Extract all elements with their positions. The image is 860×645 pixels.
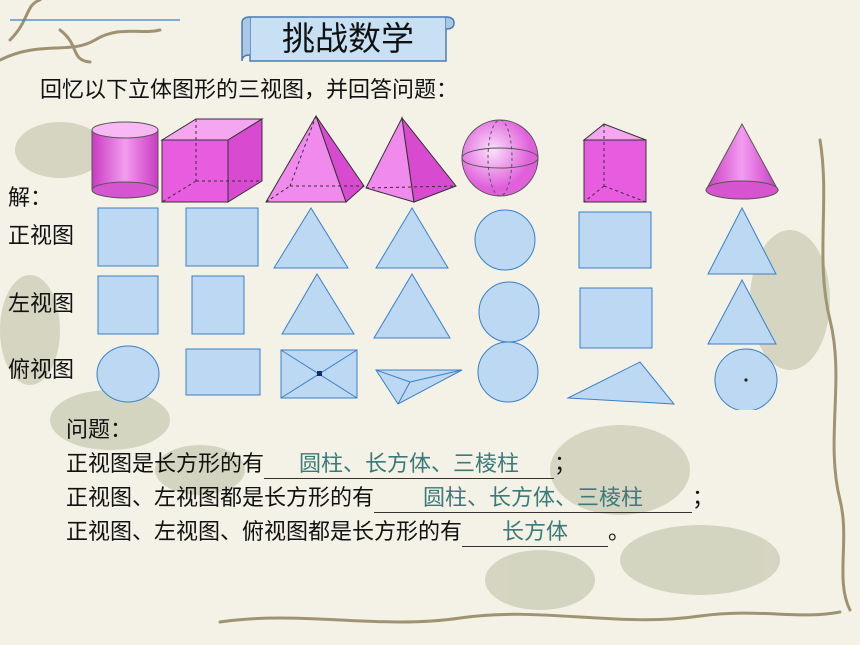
- solids-row: [91, 114, 779, 203]
- square-pyramid-top-view: [280, 349, 358, 399]
- triangular-pyramid-left-view: [373, 273, 451, 339]
- cone-solid: [705, 122, 779, 200]
- question-2-end: ；: [692, 486, 715, 511]
- square-pyramid-front-view: [273, 207, 349, 269]
- question-1-end: ；: [554, 452, 577, 477]
- cylinder-front-view: [97, 207, 159, 267]
- front-view-label: 正视图: [8, 224, 75, 249]
- triangular-pyramid-top-view: [375, 369, 463, 405]
- question-1-answer: 圆柱、长方体、三棱柱: [264, 446, 555, 479]
- left-view-label: 左视图: [8, 292, 75, 317]
- cylinder-left-view: [97, 275, 159, 335]
- intro-text: 回忆以下立体图形的三视图，并回答问题：: [40, 78, 459, 103]
- question-3-text: 正视图、左视图、俯视图都是长方形的有: [66, 520, 463, 545]
- sphere-top-view: [477, 341, 539, 403]
- cone-left-view: [707, 278, 777, 345]
- cuboid-top-view: [185, 348, 261, 396]
- sphere-left-view: [478, 281, 540, 343]
- cuboid-solid: [160, 118, 264, 203]
- square-pyramid-solid: [265, 114, 365, 203]
- cylinder-top-view: [96, 345, 160, 403]
- triangular-prism-front-view: [578, 211, 652, 269]
- question-label: 问题：: [66, 418, 133, 443]
- sphere-solid: [461, 119, 539, 197]
- cuboid-left-view: [191, 275, 245, 335]
- triangular-prism-left-view: [579, 287, 653, 349]
- title-scroll-banner: [241, 16, 455, 62]
- top-view-label: 俯视图: [8, 358, 75, 383]
- sphere-front-view: [474, 209, 536, 271]
- cone-front-view: [707, 206, 777, 275]
- triangular-pyramid-front-view: [375, 207, 449, 269]
- question-2-text: 正视图、左视图都是长方形的有: [66, 486, 375, 511]
- question-3-answer: 长方体: [462, 514, 609, 547]
- page-title: 挑战数学: [282, 19, 414, 58]
- triangular-prism-top-view: [566, 361, 676, 405]
- question-2: 正视图、左视图都是长方形的有圆柱、长方体、三棱柱；: [66, 480, 714, 513]
- question-3: 正视图、左视图、俯视图都是长方形的有长方体。: [66, 514, 630, 547]
- question-1-text: 正视图是长方形的有: [66, 452, 265, 477]
- question-2-answer: 圆柱、长方体、三棱柱: [374, 480, 693, 513]
- question-3-end: 。: [608, 520, 631, 545]
- solution-label: 解：: [8, 186, 53, 211]
- cylinder-solid: [91, 121, 159, 199]
- question-1: 正视图是长方形的有圆柱、长方体、三棱柱；: [66, 446, 576, 479]
- cone-top-view: [714, 348, 778, 410]
- square-pyramid-left-view: [281, 273, 355, 335]
- cuboid-front-view: [185, 207, 259, 267]
- triangular-prism-solid: [582, 123, 647, 203]
- triangular-pyramid-solid: [365, 116, 457, 203]
- three-views-grid: [96, 206, 778, 410]
